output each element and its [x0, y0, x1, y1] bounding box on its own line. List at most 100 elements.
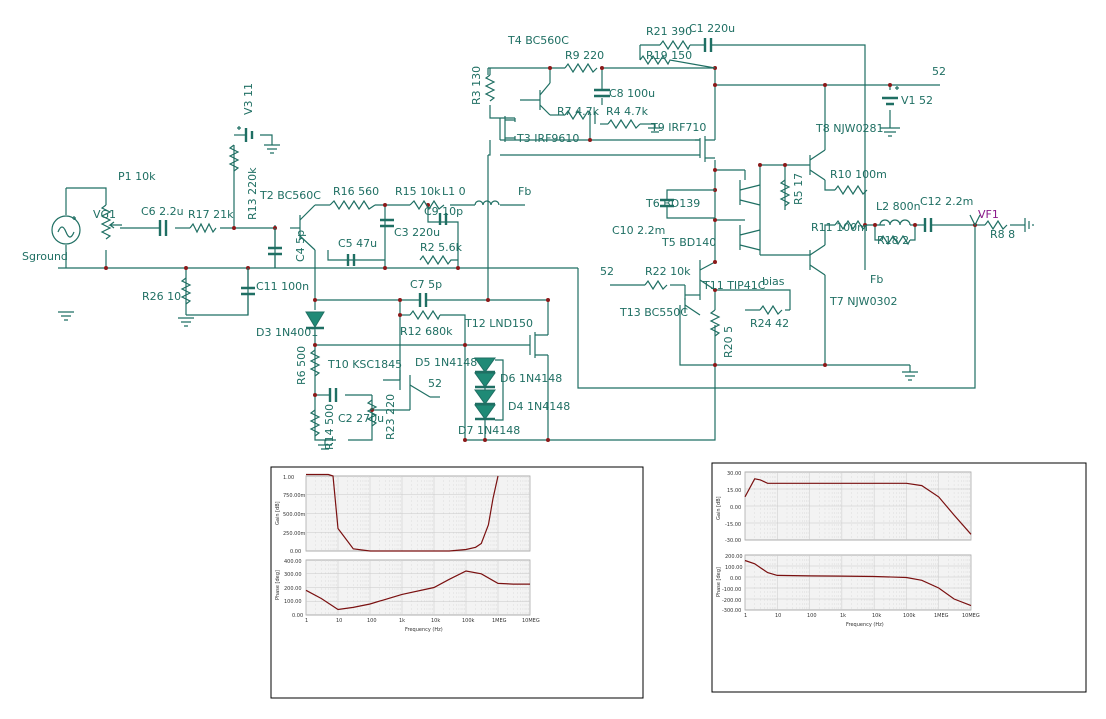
label-c4: C4 5p — [294, 230, 307, 262]
label-t3: T3 IRF9610 — [516, 132, 579, 145]
xlabel-right: Frequency (Hz) — [846, 622, 884, 628]
xtick-right: 100 — [807, 613, 817, 619]
phase-ytick-left: 400.00 — [284, 559, 302, 565]
phase-ytick-left: 300.00 — [284, 572, 302, 578]
gain-ytick-right: -15.00 — [725, 522, 741, 528]
label-r18: R18 2 — [877, 234, 909, 247]
gain-ytick-left: 0.00 — [290, 549, 301, 555]
label-r14: R14 500 — [323, 404, 336, 450]
label-t2: T2 BC560C — [259, 189, 321, 202]
phase-ytick-right: -200.00 — [722, 598, 741, 604]
phase-ytick-right: -300.00 — [722, 608, 741, 614]
label-t6: T6 BD139 — [645, 197, 700, 210]
gain-ytick-right: 15.00 — [727, 488, 741, 494]
label-r20: R20 5 — [722, 326, 735, 358]
label-d5: D5 1N4148 — [415, 356, 477, 369]
label-fb2: Fb — [870, 273, 883, 286]
label-c3: C3 220u — [394, 226, 440, 239]
label-p1: P1 10k — [118, 170, 156, 183]
label-t10: T10 KSC1845 — [327, 358, 402, 371]
gain-ytick-right: 30.00 — [727, 471, 741, 477]
transistors — [399, 90, 761, 390]
label-c10: C10 2.2m — [612, 224, 665, 237]
phase-ylabel-left: Phase [deg] — [275, 570, 281, 600]
bode-curve — [305, 570, 530, 611]
label-t4: T4 BC560C — [507, 34, 569, 47]
label-r8: R8 8 — [990, 228, 1015, 241]
label-r16: R16 560 — [333, 185, 379, 198]
xtick-right: 10 — [775, 613, 781, 619]
label-c11: C11 100n — [256, 280, 309, 293]
label-r12: R12 680k — [400, 325, 453, 338]
phase-panel-right — [744, 554, 972, 611]
gain-ytick-right: 0.00 — [730, 505, 741, 511]
xtick-left: 1k — [399, 618, 405, 624]
gain-ytick-left: 500.00m — [283, 512, 305, 518]
bode-curve — [744, 478, 972, 535]
label-c1: C1 220u — [689, 22, 735, 35]
phase-ylabel-right: Phase [deg] — [716, 567, 722, 597]
phase-ytick-right: 200.00 — [725, 554, 743, 560]
gain-ylabel-right: Gain [dB] — [716, 496, 722, 520]
label-t7: T7 NJW0302 — [829, 295, 898, 308]
xtick-right: 100k — [903, 613, 916, 619]
label-r10: R10 100m — [830, 168, 887, 181]
label-t12: T12 LND150 — [464, 317, 533, 330]
xtick-left: 1 — [305, 618, 308, 624]
label-r7: R7 4.7k — [557, 105, 600, 118]
diodes — [305, 311, 504, 421]
xtick-right: 1k — [840, 613, 846, 619]
bode-curve — [306, 473, 499, 552]
label-r9: R9 220 — [565, 49, 604, 62]
bode-plot-right: Gain [dB] Phase [deg] 30.00 15.00 0.00 -… — [711, 462, 1087, 693]
label-c8: C8 100u — [609, 87, 655, 100]
phase-ytick-right: 100.00 — [725, 565, 743, 571]
label-c6: C6 2.2u — [141, 205, 184, 218]
gain-ytick-left: 1.00 — [283, 475, 294, 481]
label-t5: T5 BD140 — [661, 236, 716, 249]
label-r22: R22 10k — [645, 265, 691, 278]
label-sground: Sground — [22, 250, 68, 263]
label-c9: C9 10p — [424, 205, 463, 218]
phase-ytick-right: -100.00 — [722, 587, 741, 593]
phase-ytick-left: 0.00 — [292, 613, 303, 619]
label-r6: R6 500 — [295, 346, 308, 385]
inductors — [474, 200, 911, 226]
label-r11: R11 100m — [811, 221, 868, 234]
label-n52c: 52 — [428, 377, 442, 390]
label-r17: R17 21k — [188, 208, 234, 221]
label-t8: T8 NJW0281 — [815, 122, 884, 135]
gain-ytick-right: -30.00 — [725, 538, 741, 544]
label-c2: C2 270u — [338, 412, 384, 425]
label-r19: R19 150 — [646, 49, 692, 62]
label-c12: C12 2.2m — [920, 195, 973, 208]
label-v1: V1 52 — [901, 94, 933, 107]
label-r26: R26 10 — [142, 290, 181, 303]
label-c7: C7 5p — [410, 278, 442, 291]
phase-ytick-left: 200.00 — [284, 586, 302, 592]
gain-ylabel-left: Gain [dB] — [275, 501, 281, 525]
xtick-left: 10k — [431, 618, 440, 624]
gain-ytick-left: 750.00m — [283, 493, 305, 499]
phase-ytick-right: 0.00 — [730, 576, 741, 582]
label-vf1: VF1 — [978, 208, 999, 221]
label-bias: bias — [762, 275, 785, 288]
xtick-left: 10 — [336, 618, 342, 624]
label-r13: R13 220k — [246, 167, 259, 220]
label-t9: T9 IRF710 — [650, 121, 706, 134]
resistors — [100, 39, 1008, 437]
label-r21: R21 390 — [646, 25, 692, 38]
label-d7: D7 1N4148 — [458, 424, 520, 437]
gain-ytick-left: 250.00m — [283, 531, 305, 537]
bode-plot-left: Gain [dB] Phase [deg] 1.00 750.00m 500.0… — [270, 466, 644, 699]
label-t11: T11 TIP41C — [702, 279, 766, 292]
label-v3: V3 11 — [242, 83, 255, 115]
label-n52b: 52 — [600, 265, 614, 278]
xtick-right: 1MEG — [934, 613, 949, 619]
label-r23: R23 220 — [384, 394, 397, 440]
xtick-left: 100k — [462, 618, 475, 624]
xtick-right: 10k — [872, 613, 881, 619]
label-t13: T13 BC550C — [619, 306, 688, 319]
label-n52a: 52 — [932, 65, 946, 78]
